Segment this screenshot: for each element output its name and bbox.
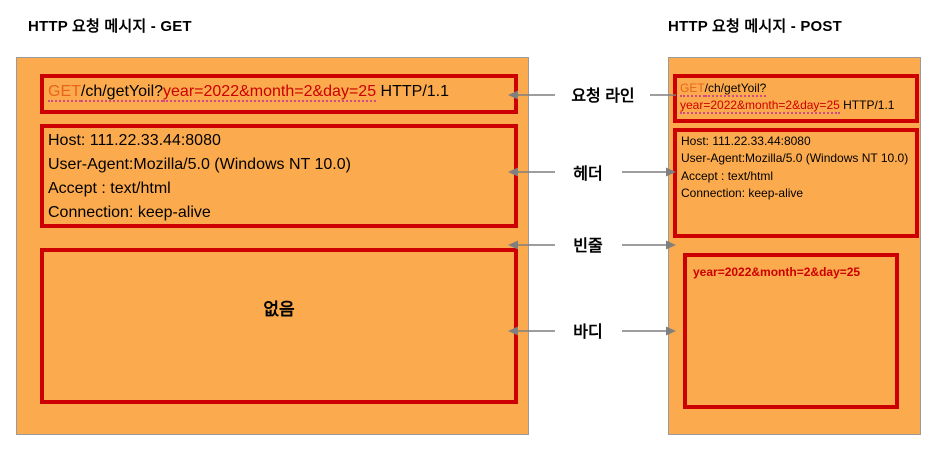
get-request-line-box (40, 74, 518, 114)
post-body-text: year=2022&month=2&day=25 (693, 265, 861, 279)
header-line: User-Agent:Mozilla/5.0 (Windows NT 10.0) (48, 156, 351, 173)
header-line: Accept : text/html (681, 168, 774, 183)
annotation-request-line: 요청 라인 (571, 88, 635, 105)
post-request-version: HTTP/1.1 (839, 98, 895, 113)
post-request-method: GET (680, 81, 705, 97)
get-request-query: year=2022&month=2&day=25 (163, 83, 377, 102)
post-panel-title: HTTP 요청 메시지 - POST (668, 18, 842, 35)
header-line: Host: 111.22.33.44:8080 (48, 132, 221, 149)
get-request-line-text: GET/ch/getYoil?year=2022&month=2&day=25 … (48, 81, 449, 102)
header-line: User-Agent:Mozilla/5.0 (Windows NT 10.0) (681, 151, 909, 166)
post-request-line-text: GET/ch/getYoil?year=2022&month=2&day=25 … (680, 80, 894, 115)
get-body-text: 없음 (263, 300, 295, 319)
post-request-line-box (673, 74, 919, 123)
annotation-header: 헤더 (573, 166, 603, 183)
annotation-blank-line: 빈줄 (573, 238, 603, 255)
get-request-version: HTTP/1.1 (376, 83, 449, 100)
get-request-path: /ch/getYoil? (80, 83, 164, 102)
annotation-body: 바디 (573, 324, 603, 341)
post-body-box (683, 253, 899, 409)
header-line: Connection: keep-alive (681, 186, 804, 201)
post-headers-box (673, 128, 919, 238)
get-body-box (40, 248, 518, 404)
post-request-query: year=2022&month=2&day=25 (680, 98, 840, 115)
post-request-path: /ch/getYoil? (704, 81, 767, 97)
get-request-method: GET (48, 83, 81, 102)
get-panel-title: HTTP 요청 메시지 - GET (28, 18, 192, 35)
header-line: Accept : text/html (48, 180, 171, 197)
header-line: Connection: keep-alive (48, 204, 211, 221)
get-headers-box (40, 124, 518, 228)
header-line: Host: 111.22.33.44:8080 (681, 134, 811, 148)
